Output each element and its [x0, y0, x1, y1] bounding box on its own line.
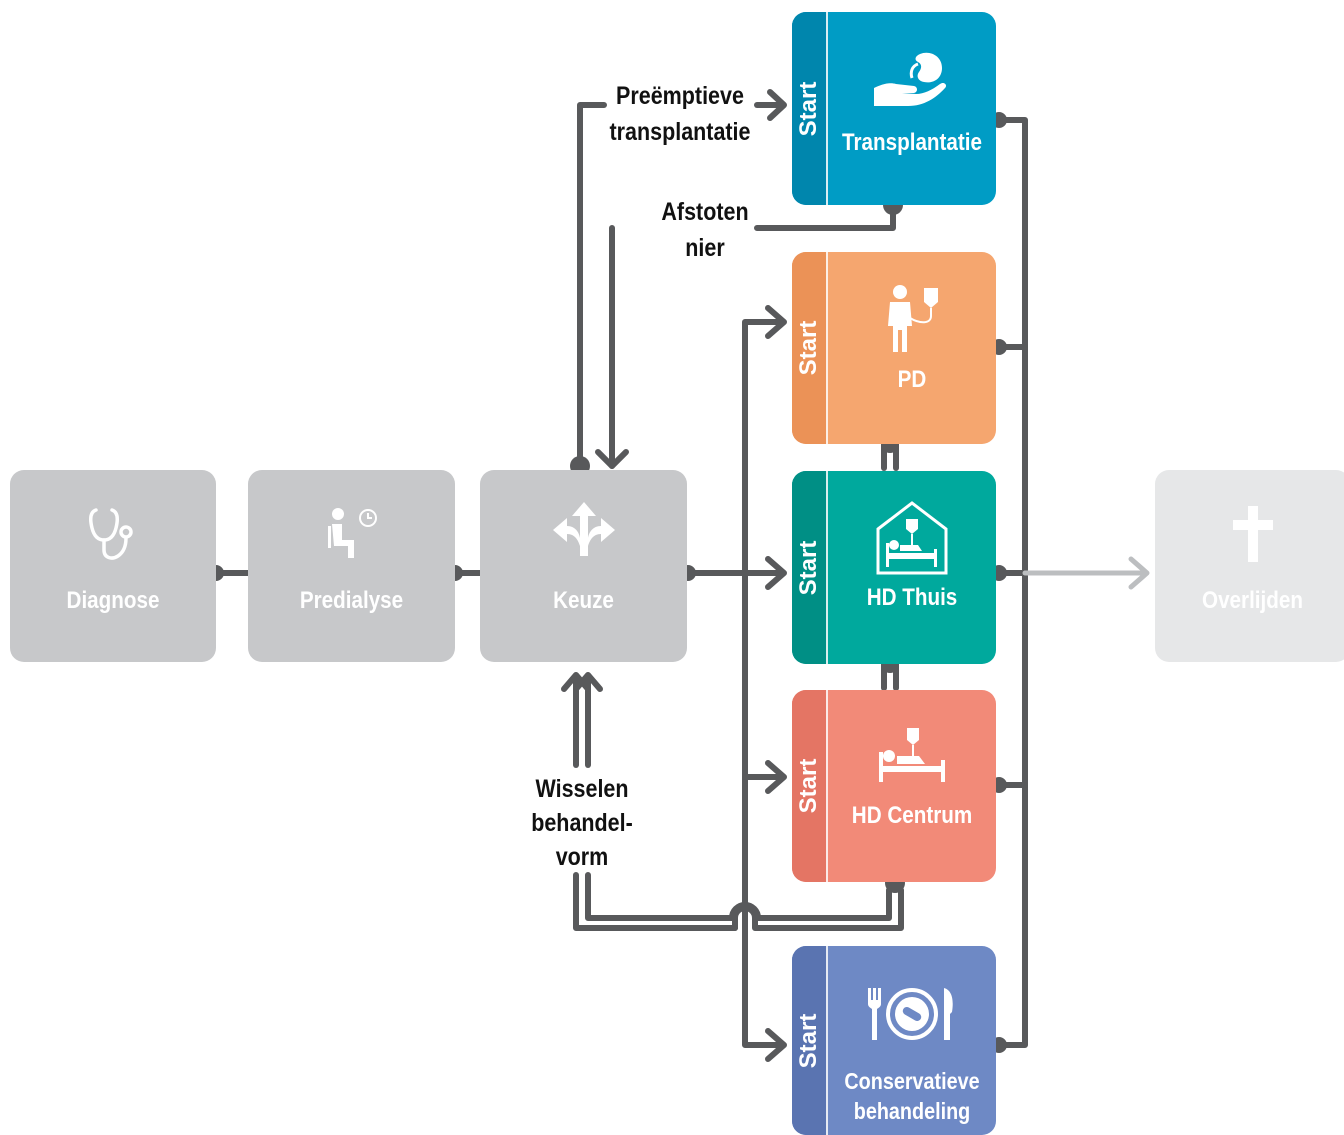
cross-icon: [1232, 506, 1273, 562]
stage-diagnose[interactable]: Diagnose: [10, 470, 216, 662]
kidney-hand-icon: [874, 52, 947, 106]
collector-line: [997, 117, 1028, 1048]
home-dialysis-icon: [876, 501, 948, 575]
annotation-preemptieve: Preëmptieve transplantatie: [609, 82, 751, 146]
treatment-label-line2: behandeling: [853, 1098, 971, 1124]
stage-label: Overlijden: [1202, 587, 1303, 614]
plate-cutlery-icon: [868, 988, 953, 1040]
route-choice-icon: [552, 502, 615, 556]
iv-patient-icon: [888, 285, 938, 352]
treatment-label: HD Centrum: [851, 802, 973, 829]
stage-label: Predialyse: [299, 587, 404, 614]
waiting-patient-icon: [327, 508, 377, 558]
treatment-label-line1: Conservatieve: [844, 1068, 980, 1094]
stethoscope-icon: [89, 508, 133, 560]
treatment-pd[interactable]: Start PD: [792, 252, 996, 444]
annotation-wisselen: Wisselen behandel- vorm: [531, 775, 633, 871]
treatment-label: HD Thuis: [866, 584, 958, 611]
stage-keuze[interactable]: Keuze: [480, 470, 687, 662]
start-tab: Start: [792, 252, 828, 444]
stage-overlijden[interactable]: Overlijden: [1155, 470, 1344, 662]
treatment-label: Transplantatie: [842, 129, 982, 156]
start-tab: Start: [792, 946, 828, 1135]
treatment-hd-centrum[interactable]: Start HD Centrum: [792, 690, 996, 882]
stage-label: Keuze: [553, 587, 614, 614]
stage-label: Diagnose: [66, 587, 160, 614]
distribution-line: [742, 319, 785, 1048]
treatment-label: PD: [897, 366, 927, 393]
start-tab: Start: [792, 690, 828, 882]
treatment-hd-thuis[interactable]: Start HD Thuis: [792, 471, 996, 664]
stage-predialyse[interactable]: Predialyse: [248, 470, 455, 662]
connector-preemptieve: [577, 102, 607, 465]
treatment-conservatief[interactable]: Start Conservatieve behandeling: [792, 946, 996, 1135]
bed-iv-icon: [879, 728, 945, 782]
start-tab: Start: [792, 471, 828, 664]
start-tab: Start: [792, 12, 828, 205]
treatment-transplantatie[interactable]: Start Transplantatie: [792, 12, 996, 205]
connector-afstoten: [754, 207, 896, 231]
annotation-afstoten-nier: Afstoten nier: [661, 198, 749, 262]
